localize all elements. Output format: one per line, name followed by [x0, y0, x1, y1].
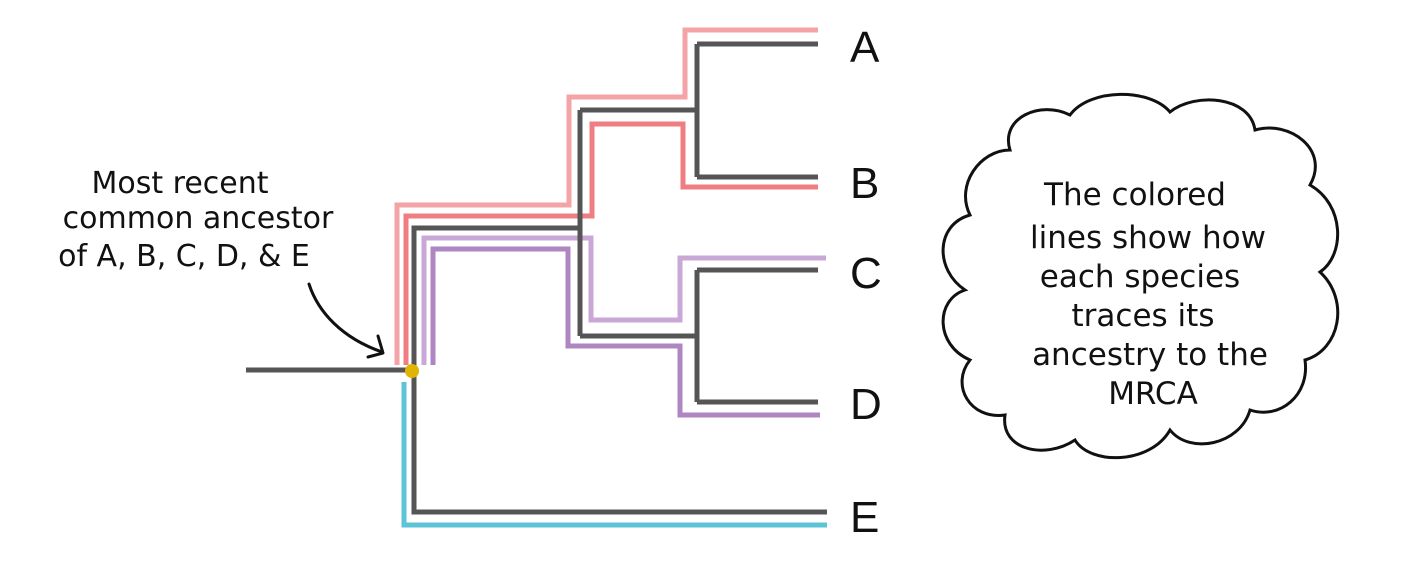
cloud-note-line-3: each species	[1040, 259, 1240, 295]
tree-branch-lower-e	[411, 370, 827, 515]
taxon-label-c: C	[850, 249, 882, 298]
cloud-note-line-6: MRCA	[1108, 376, 1198, 412]
ancestry-path-d	[430, 246, 820, 418]
tree-branch-upper-clade	[411, 225, 580, 370]
mrca-annotation-line-1: Most recent	[91, 166, 268, 201]
mrca-annotation-line-2: common ancestor	[63, 201, 334, 236]
taxon-label-d: D	[850, 380, 882, 429]
ancestry-path-c	[421, 235, 826, 365]
ancestry-path-a	[394, 27, 818, 365]
taxon-label-e: E	[850, 493, 879, 542]
annotation-arrowhead	[366, 334, 385, 359]
cloud-note-line-5: ancestry to the	[1032, 337, 1268, 373]
ancestry-path-b	[403, 121, 818, 365]
cloud-note-line-4: traces its	[1072, 298, 1215, 334]
cloud-note: The colored lines show how each species …	[1030, 177, 1268, 412]
cloud-bubble	[941, 92, 1340, 460]
taxon-label-a: A	[850, 23, 880, 72]
mrca-annotation: Most recent common ancestor of A, B, C, …	[58, 166, 334, 274]
cloud-note-line-1: The colored	[1043, 177, 1226, 213]
annotation-arrow	[307, 282, 384, 354]
mrca-node	[405, 364, 419, 378]
taxon-label-b: B	[850, 159, 879, 208]
ancestry-path-e	[401, 382, 827, 528]
cloud-note-line-2: lines show how	[1030, 220, 1266, 256]
mrca-annotation-line-3: of A, B, C, D, & E	[58, 239, 310, 274]
